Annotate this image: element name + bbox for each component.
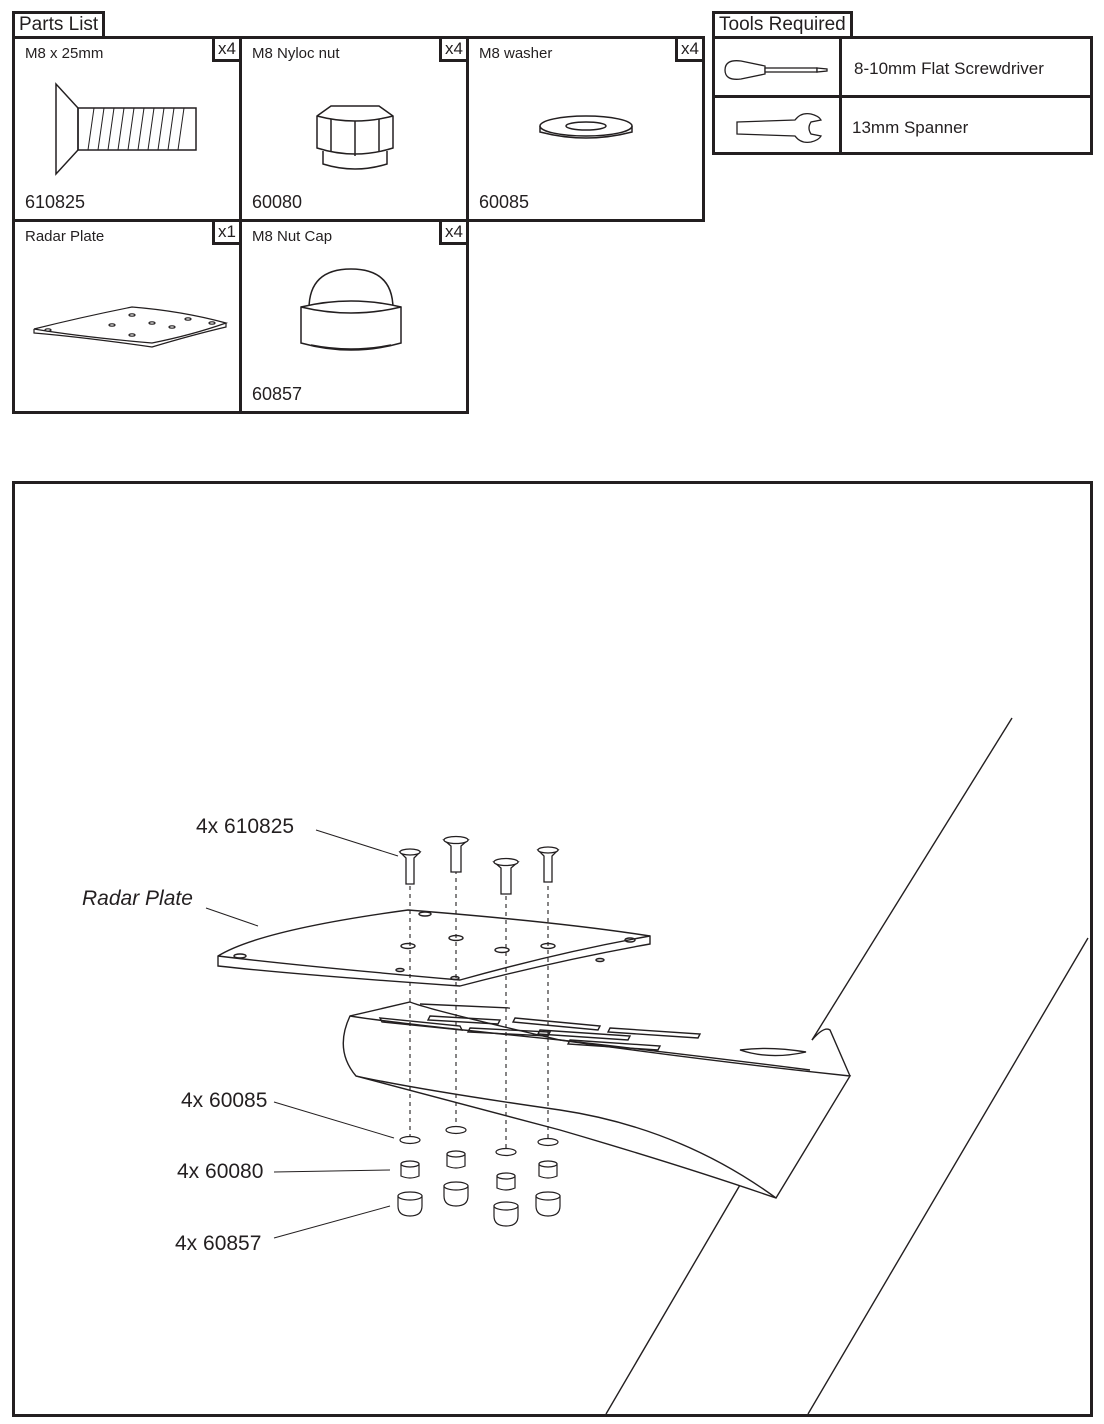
screwdriver-icon	[724, 60, 828, 80]
part-name: M8 washer	[479, 45, 553, 62]
part-name: M8 Nut Cap	[252, 228, 333, 245]
part-quantity: x4	[439, 39, 466, 62]
part-name: M8 x 25mm	[25, 45, 104, 62]
callout-nut-caps: 4x 60857	[175, 1232, 262, 1255]
part-cell-washer: M8 washer x4 60085	[466, 36, 705, 222]
callout-nuts: 4x 60080	[177, 1160, 264, 1183]
assembly-panel	[12, 481, 1093, 1417]
callout-washers: 4x 60085	[181, 1089, 268, 1112]
part-cell-nyloc-nut: M8 Nyloc nut x4 60080	[239, 36, 469, 222]
part-code: 60080	[252, 192, 303, 212]
nyloc-nut-icon	[316, 105, 394, 170]
callout-bolts: 4x 610825	[196, 815, 295, 838]
tool-label: 8-10mm Flat Screwdriver	[854, 59, 1044, 78]
tools-required-title: Tools Required	[712, 11, 853, 36]
tool-row-spanner: 13mm Spanner	[712, 95, 1093, 155]
part-cell-radar-plate: Radar Plate x1	[12, 219, 242, 414]
parts-list-title: Parts List	[12, 11, 106, 36]
washer-icon	[539, 115, 633, 139]
tool-label: 13mm Spanner	[852, 118, 969, 137]
part-quantity: x1	[212, 222, 239, 245]
callout-radar-plate: Radar Plate	[82, 887, 193, 910]
part-code: 60857	[252, 384, 303, 404]
part-quantity: x4	[675, 39, 702, 62]
spanner-icon	[736, 112, 822, 144]
part-quantity: x4	[439, 222, 466, 245]
nut-cap-icon	[300, 268, 402, 351]
part-cell-nut-cap: M8 Nut Cap x4 60857	[239, 219, 469, 414]
part-quantity: x4	[212, 39, 239, 62]
radar-plate-icon	[33, 306, 229, 348]
part-code: 610825	[25, 192, 86, 212]
part-code: 60085	[479, 192, 530, 212]
part-name: Radar Plate	[25, 228, 105, 245]
part-name: M8 Nyloc nut	[252, 45, 340, 62]
part-cell-bolt: M8 x 25mm x4 610825	[12, 36, 242, 222]
tool-row-screwdriver: 8-10mm Flat Screwdriver	[712, 36, 1093, 98]
countersunk-bolt-icon	[55, 82, 197, 176]
